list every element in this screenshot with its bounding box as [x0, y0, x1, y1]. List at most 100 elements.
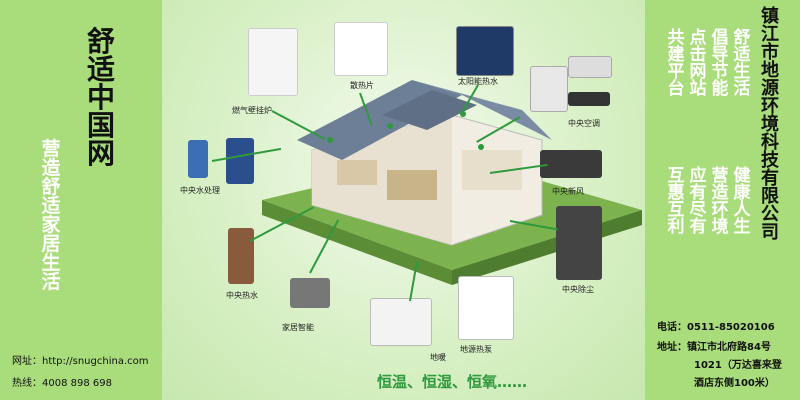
char: 有: [689, 217, 707, 237]
water-filter-unit: [188, 140, 208, 178]
smart-lock-unit: [290, 278, 330, 308]
connector-dot: [478, 144, 484, 150]
char: 应: [689, 166, 707, 186]
char: 司: [761, 222, 779, 243]
connector-dot: [327, 137, 333, 143]
ac-indoor-unit: [568, 56, 612, 78]
char: 造: [711, 183, 729, 203]
char: 生: [733, 62, 751, 82]
water-softener-unit: [226, 138, 254, 184]
char: 活: [41, 271, 61, 293]
char: 导: [711, 45, 729, 65]
label-floor-heating: 地暖: [430, 353, 446, 362]
slogan-col-6: 营造环境: [710, 168, 730, 236]
char: 营: [41, 138, 61, 160]
phone: 电话：0511-85020106: [657, 322, 775, 333]
char: 公: [761, 204, 779, 225]
slogan-col-7: 应有尽有: [688, 168, 708, 236]
website-label[interactable]: 网址：http://snugchina.com: [12, 356, 149, 367]
char: 中: [86, 81, 115, 114]
char: 境: [761, 114, 779, 135]
ac-duct-unit: [568, 92, 610, 106]
char: 击: [689, 45, 707, 65]
label-central-vacuum: 中央除尘: [562, 285, 594, 294]
right-panel: [645, 0, 800, 400]
char: 舒: [86, 25, 115, 58]
label-smart-home: 家居智能: [282, 323, 314, 332]
char: 平: [667, 62, 685, 82]
floor-heating-unit: [370, 298, 432, 346]
char: 源: [761, 78, 779, 99]
char: 人: [733, 200, 751, 220]
label-water-treatment: 中央水处理: [180, 186, 220, 195]
house-illustration: 恒温、恒湿、恒氧……: [262, 80, 642, 391]
char: 健: [733, 166, 751, 186]
char: 利: [667, 217, 685, 237]
char: 适: [41, 195, 61, 217]
char: 适: [86, 53, 115, 86]
ac-outdoor-unit: [530, 66, 568, 112]
char: 网: [689, 62, 707, 82]
slogan-col-3: 点击网站: [688, 30, 708, 98]
slogan-col-4: 共建平台: [666, 30, 686, 98]
char: 舒: [733, 28, 751, 48]
char: 站: [689, 79, 707, 99]
address-line-3: 酒店东侧100米）: [694, 378, 775, 389]
label-central-ac: 中央空调: [568, 119, 600, 128]
char: 适: [733, 45, 751, 65]
char: 互: [667, 166, 685, 186]
char: 镇: [761, 6, 779, 27]
char: 市: [761, 42, 779, 63]
char: 有: [761, 168, 779, 189]
water-heater-unit: [228, 228, 254, 284]
char: 造: [41, 157, 61, 179]
char: 尽: [689, 200, 707, 220]
label-water-heater: 中央热水: [226, 291, 258, 300]
connector-dot: [387, 123, 393, 129]
char: 技: [761, 150, 779, 171]
char: 共: [667, 28, 685, 48]
char: 家: [41, 214, 61, 236]
char: 网: [86, 137, 115, 170]
radiator-unit: [334, 22, 388, 76]
slogan: 营造舒适家居生活: [40, 140, 62, 292]
char: 有: [689, 183, 707, 203]
char: 生: [41, 252, 61, 274]
fresh-air-unit: [540, 150, 602, 178]
char: 居: [41, 233, 61, 255]
slogan-col-1: 舒适生活: [732, 30, 752, 98]
char: 活: [733, 79, 751, 99]
solar-heater-unit: [456, 26, 514, 76]
char: 惠: [667, 183, 685, 203]
char: 倡: [711, 28, 729, 48]
address-line-1: 地址：镇江市北府路84号: [657, 342, 771, 353]
char: 康: [733, 183, 751, 203]
label-ground-source-pump: 地源热泵: [460, 345, 492, 354]
char: 台: [667, 79, 685, 99]
label-radiator: 散热片: [350, 81, 374, 90]
char: 生: [733, 217, 751, 237]
char: 舒: [41, 176, 61, 198]
gas-boiler-unit: [248, 28, 298, 96]
char: 互: [667, 200, 685, 220]
char: 科: [761, 132, 779, 153]
char: 点: [689, 28, 707, 48]
char: 地: [761, 60, 779, 81]
company-name: 镇江市地源环境科技有限公司: [760, 8, 780, 242]
char: 营: [711, 166, 729, 186]
heat-pump-unit: [458, 276, 514, 340]
address-line-2: 1021（万达喜来登: [694, 360, 782, 371]
char: 限: [761, 186, 779, 207]
char: 江: [761, 24, 779, 45]
char: 建: [667, 45, 685, 65]
label-gas-boiler: 燃气壁挂炉: [232, 106, 272, 115]
bottom-caption: 恒温、恒湿、恒氧……: [377, 373, 527, 391]
char: 节: [711, 62, 729, 82]
char: 能: [711, 79, 729, 99]
char: 环: [711, 200, 729, 220]
slogan-col-8: 互惠互利: [666, 168, 686, 236]
connector-dot: [460, 111, 466, 117]
hotline-label: 热线：4008 898 698: [12, 378, 112, 389]
slogan-col-2: 倡导节能: [710, 30, 730, 98]
left-panel: [0, 0, 162, 400]
